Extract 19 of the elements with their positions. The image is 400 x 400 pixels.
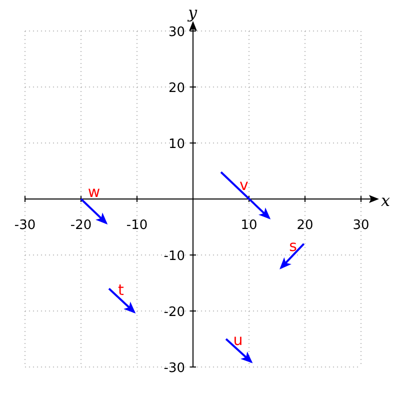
tick-label: -30 bbox=[164, 361, 185, 376]
tick-label: -20 bbox=[70, 218, 92, 233]
vector-label: u bbox=[233, 331, 243, 349]
axis-label: y bbox=[188, 3, 198, 22]
tick-label: -20 bbox=[164, 305, 185, 320]
tick-label: 30 bbox=[168, 25, 185, 40]
vector-label: t bbox=[118, 281, 124, 299]
tick-label: 20 bbox=[168, 81, 185, 96]
vector-label: w bbox=[88, 183, 100, 201]
tick-label: 10 bbox=[240, 218, 258, 233]
tick-label: 10 bbox=[168, 137, 185, 152]
axis-label: x bbox=[381, 191, 390, 210]
tick-label: -30 bbox=[14, 218, 36, 233]
vector-label: s bbox=[289, 237, 297, 255]
vector-label: v bbox=[240, 176, 248, 194]
tick-label: 30 bbox=[352, 218, 370, 233]
tick-label: -10 bbox=[126, 218, 148, 233]
tick-label: -10 bbox=[164, 249, 185, 264]
tick-label: 20 bbox=[296, 218, 314, 233]
